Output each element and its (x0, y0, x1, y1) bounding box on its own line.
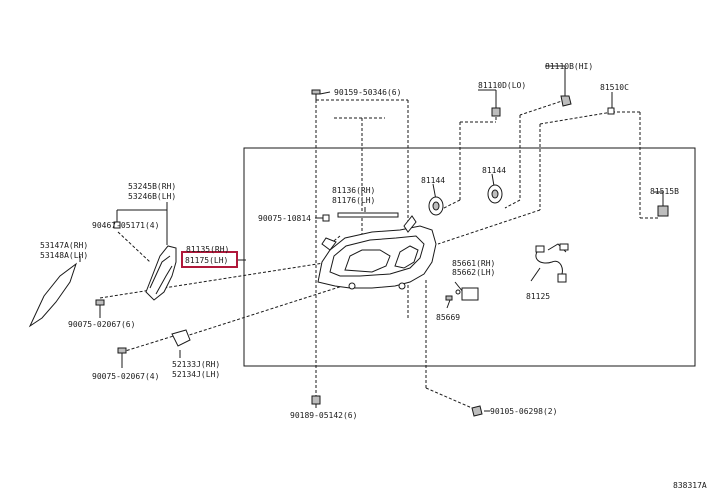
clip-90075-10814-drawing (322, 214, 330, 222)
screw-90189-drawing (311, 395, 321, 405)
label-90189[interactable]: 90189-05142(6) (290, 411, 357, 420)
label-81176[interactable]: 81176(LH) (332, 196, 375, 205)
label-81125[interactable]: 81125 (526, 292, 550, 301)
assembly-frame (243, 147, 696, 367)
label-81144-right[interactable]: 81144 (482, 166, 506, 175)
label-81515b[interactable]: 81515B (650, 187, 679, 196)
lamp-unit-drawing (455, 287, 479, 301)
label-81510c[interactable]: 81510C (600, 83, 629, 92)
label-53245b[interactable]: 53245B(RH) (128, 182, 176, 191)
bulb-lo-drawing (491, 107, 501, 117)
label-53246b[interactable]: 53246B(LH) (128, 192, 176, 201)
label-90105[interactable]: 90105-06298(2) (490, 407, 557, 416)
label-52134j[interactable]: 52134J(LH) (172, 370, 220, 379)
label-85661[interactable]: 85661(RH) (452, 259, 495, 268)
adjuster-rod-drawing (337, 212, 399, 218)
label-90075-02067-4[interactable]: 90075-02067(4) (92, 372, 159, 381)
screw-90105-drawing (471, 405, 483, 417)
label-85662[interactable]: 85662(LH) (452, 268, 495, 277)
cap-81144-right-drawing (487, 184, 503, 204)
diagram-code: 838317A (673, 481, 707, 490)
label-52133j[interactable]: 52133J(RH) (172, 360, 220, 369)
highlighted-part-box[interactable] (181, 251, 238, 268)
bulb-hi-drawing (560, 95, 572, 107)
label-85669[interactable]: 85669 (436, 313, 460, 322)
label-81135[interactable]: 81135(RH) (186, 245, 229, 254)
fin-piece-drawing (28, 262, 77, 328)
wire-harness-drawing (535, 243, 569, 283)
label-90467[interactable]: 90467-05171(4) (92, 221, 159, 230)
screw-90075-6-drawing (95, 299, 105, 306)
cap-81144-left-drawing (428, 196, 444, 216)
label-81110b[interactable]: 81110B(HI) (545, 62, 593, 71)
label-81144-left[interactable]: 81144 (421, 176, 445, 185)
label-90075-10814[interactable]: 90075-10814 (258, 214, 311, 223)
label-53147a[interactable]: 53147A(RH) (40, 241, 88, 250)
dashed-lines (99, 99, 660, 409)
label-81136[interactable]: 81136(RH) (332, 186, 375, 195)
socket-81515b-drawing (657, 205, 669, 217)
clip-90467-drawing (113, 221, 121, 229)
label-53148a[interactable]: 53148A(LH) (40, 251, 88, 260)
label-90075-02067-6[interactable]: 90075-02067(6) (68, 320, 135, 329)
bulb-85669-drawing (445, 295, 453, 301)
screw-90075-4-drawing (117, 347, 127, 354)
socket-81510c-drawing (607, 107, 615, 115)
label-81110d[interactable]: 81110D(LO) (478, 81, 526, 90)
headlamp-housing-drawing (317, 215, 437, 290)
label-90159[interactable]: 90159-50346(6) (334, 88, 401, 97)
top-screw-drawing (311, 89, 321, 100)
part-labels: 90159-50346(6) 81110D(LO) 81110B(HI) 815… (40, 62, 707, 490)
label-81175[interactable]: 81175(LH) (185, 256, 228, 265)
bracket-drawing (145, 245, 177, 301)
retainer-52133-drawing (171, 329, 191, 347)
